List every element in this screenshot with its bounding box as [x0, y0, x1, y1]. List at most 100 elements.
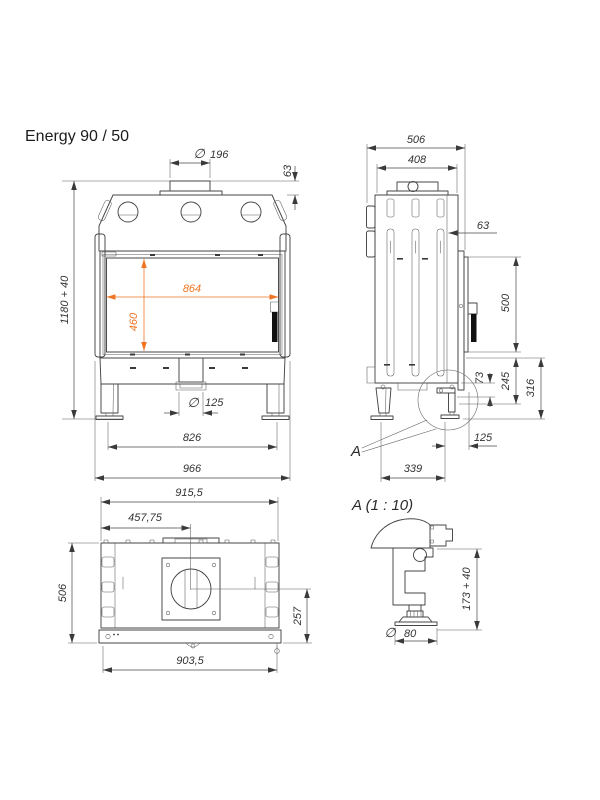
bracket-bolt: [439, 388, 443, 393]
rear-bracket-upper: [366, 205, 376, 229]
diameter-symbol: ∅: [193, 146, 205, 161]
side-body: [374, 194, 459, 384]
rear-bracket-lower: [366, 230, 376, 258]
detail-title: A (1 : 10): [351, 497, 413, 514]
dim-feet-span: 826: [183, 432, 202, 444]
top-view-dimensions: 915,5 457,75 506 257 903,5: [57, 487, 312, 673]
corner-chamfer-left: [98, 200, 112, 221]
rear-foot-plate: [370, 415, 394, 420]
dim-adjustable-height: 173 + 40: [461, 567, 473, 611]
dim-overall-height: 1180 + 40: [59, 275, 71, 324]
rear-leg: [375, 387, 392, 414]
bracket-bolt-large: [413, 548, 427, 562]
vent-slot-short: [436, 198, 445, 218]
frame-tick: [185, 353, 190, 356]
plate-bolt-hole: [165, 610, 171, 616]
cap-tab: [430, 525, 434, 530]
c-bracket: [392, 547, 434, 606]
detail-leader: [361, 428, 437, 453]
top-body: [100, 542, 280, 629]
top-tab: [224, 539, 230, 544]
dim-top-depth: 506: [57, 583, 69, 602]
foot-plate-left: [95, 415, 124, 420]
bolt-head: [380, 384, 386, 390]
diameter-symbol: ∅: [187, 395, 199, 410]
plinth-tick: [242, 367, 248, 369]
dim-front-frame-depth: 63: [477, 220, 490, 232]
side-slot: [101, 556, 115, 568]
top-tab: [270, 539, 276, 544]
leg-right: [266, 383, 285, 414]
frame-tick: [150, 254, 155, 256]
plate-bolt-hole: [211, 562, 217, 568]
detail-view-dimensions: 173 + 40 ∅ 80: [384, 548, 482, 645]
detail-marker-label: A: [350, 443, 361, 460]
front-foot-plate: [440, 414, 460, 419]
body-tick: [397, 258, 403, 260]
cap-tab: [430, 539, 434, 544]
flue-collar: [169, 180, 211, 192]
side-slot: [101, 581, 115, 593]
frame-tick: [215, 254, 220, 256]
plate-bolt-hole: [211, 610, 217, 616]
plinth-tick: [163, 367, 169, 369]
detail-callout-circle: [417, 369, 479, 431]
latch-pin: [190, 643, 196, 649]
handle-mount-side: [467, 302, 478, 315]
dim-foot-plate-diameter: 80: [404, 628, 417, 640]
door-edge: [463, 256, 469, 353]
bar-hole: [105, 634, 111, 639]
vent-slot-short: [411, 198, 420, 218]
front-bar: [98, 629, 282, 644]
hinge-pin: [459, 304, 463, 308]
hinge-mark: [101, 251, 117, 257]
side-slot: [265, 556, 279, 568]
frame-tick: [130, 353, 135, 356]
top-tab: [103, 539, 109, 544]
plinth-tick: [130, 367, 136, 369]
dim-overall-width: 966: [183, 463, 202, 475]
corner-chamfer-right: [273, 200, 287, 221]
foot-plate-right: [261, 415, 290, 420]
flue-collar-base: [159, 190, 223, 196]
dim-top-overall-width: 915,5: [175, 487, 203, 499]
detail-view: A (1 : 10): [351, 497, 453, 626]
top-tab: [149, 539, 155, 544]
threaded-collar: [406, 610, 424, 618]
bar-dot: [113, 633, 115, 636]
top-tab: [250, 539, 256, 544]
dim-feet-spacing: 339: [404, 463, 422, 475]
side-view-dimensions: 506 408 63 500 73 245 316 125 339: [366, 134, 545, 482]
dim-collar-height: 63: [282, 164, 294, 177]
flue-socket: [407, 181, 419, 192]
dim-foot-to-front: 125: [474, 432, 493, 444]
foot-cone: [398, 616, 433, 623]
frame-tick: [258, 254, 263, 256]
side-slot: [265, 581, 279, 593]
front-bracket-column: [448, 392, 456, 413]
leg-left-line: [112, 383, 114, 414]
front-frame: [457, 250, 465, 391]
plinth-tick: [209, 367, 215, 369]
dim-glass-height: 460: [128, 312, 140, 331]
body-tick: [422, 258, 428, 260]
dim-flue-center-offset: 457,75: [128, 512, 163, 524]
bolt-head: [449, 384, 455, 390]
dim-lower-section-height: 245: [500, 371, 512, 391]
glass-pane: [106, 257, 279, 353]
vent-slot-long: [436, 228, 445, 377]
side-slot: [265, 606, 279, 618]
firebox-frame-mid: [102, 254, 283, 355]
dim-bracket-step: 73: [474, 371, 486, 384]
bar-dot: [117, 633, 119, 636]
dim-base-width: 903,5: [176, 655, 204, 667]
air-outlet-left: [117, 201, 139, 223]
ash-tray: [175, 381, 207, 391]
bottom-tray: [397, 382, 428, 391]
deflector-cap: [370, 518, 431, 549]
drawing-title: Energy 90 / 50: [25, 128, 129, 145]
cap-bracket: [429, 524, 453, 547]
vent-slot-long: [411, 228, 420, 377]
